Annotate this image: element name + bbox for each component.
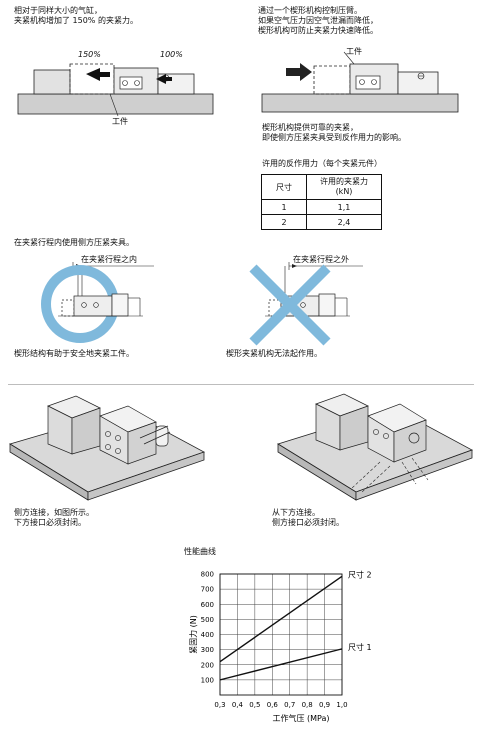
text-line: 侧方接口必须封闭。 (272, 518, 344, 527)
header-force: 许用的夹紧力 (kN) (306, 174, 382, 200)
bottom-connection-diagram (277, 393, 473, 501)
force-table-title: 许用的反作用力（每个夹紧元件） (262, 159, 382, 168)
top-left-text: 相对于同样大小的气缸， 夹紧机构增加了 150% 的夹紧力。 (14, 6, 138, 26)
wedge-force-diagram (17, 63, 214, 117)
text-line: 侧方连接，如图所示。 (14, 508, 94, 517)
y-tick-label: 100 (201, 676, 214, 684)
table-cell: 1,1 (306, 199, 382, 215)
side-connection-diagram (9, 395, 205, 501)
outside-stroke-caption: 楔形夹紧机构无法起作用。 (226, 349, 322, 358)
arrow-150-icon (86, 68, 110, 81)
within-stroke-diagram (41, 262, 154, 343)
y-tick-label: 300 (201, 646, 214, 654)
outside-stroke-label: 在夹紧行程之外 (293, 255, 349, 264)
header-force-label: 许用的夹紧力 (320, 177, 368, 186)
text-line: 如果空气压力因空气泄漏而降低， (258, 16, 378, 25)
outside-stroke-diagram (249, 262, 363, 346)
y-tick-label: 700 (201, 586, 214, 594)
text-line: 下方接口必须封闭。 (14, 518, 86, 527)
performance-chart: 0,3 0,4 0,5 0,6 0,7 0,8 0,9 1,0 100 200 300 400 500 6… (188, 569, 372, 723)
x-tick-label: 0,5 (249, 701, 260, 709)
y-tick-label: 800 (201, 571, 214, 579)
wedge-mechanism-diagram (261, 51, 459, 113)
table-row: 1 1,1 (261, 199, 382, 215)
x-tick-label: 1,0 (336, 701, 347, 709)
y-tick-label: 600 (201, 601, 214, 609)
text-line: 通过一个楔形机构控制压臂。 (258, 6, 362, 15)
header-force-unit: (kN) (335, 187, 353, 196)
x-tick-label: 0,6 (267, 701, 279, 709)
table-cell: 1 (261, 199, 307, 215)
x-tick-label: 0,3 (214, 701, 225, 709)
text-line: 即使侧方压紧夹具受到反作用力的影响。 (262, 133, 406, 142)
divider (8, 384, 474, 385)
x-tick-label: 0,4 (232, 701, 244, 709)
side-connection-caption: 侧方连接，如图所示。 下方接口必须封闭。 (14, 508, 94, 528)
y-tick-label: 200 (201, 661, 214, 669)
series-label: 尺寸 1 (348, 642, 372, 652)
table-row: 2 2,4 (261, 214, 382, 230)
workpiece-label: 工件 (346, 47, 362, 56)
header-size: 尺寸 (261, 174, 307, 200)
top-right-text: 通过一个楔形机构控制压臂。 如果空气压力因空气泄漏而降低， 楔形机构可防止夹紧力… (258, 6, 378, 36)
y-tick-label: 500 (201, 616, 214, 624)
label-150: 150% (78, 50, 101, 59)
table-cell: 2,4 (306, 214, 382, 230)
plot-frame (219, 573, 343, 696)
arrow-100-icon (156, 74, 172, 84)
text-line: 楔形机构提供可靠的夹紧， (262, 123, 358, 132)
table-cell: 2 (261, 214, 307, 230)
within-stroke-caption: 楔形结构有助于安全地夹紧工件。 (14, 349, 134, 358)
arrow-icon (286, 63, 312, 81)
text-line: 相对于同样大小的气缸， (14, 6, 102, 15)
x-axis-label: 工作气压 (MPa) (272, 713, 329, 723)
text-line: 楔形机构可防止夹紧力快速降低。 (258, 26, 378, 35)
within-stroke-label: 在夹紧行程之内 (81, 255, 137, 264)
force-table: 尺寸 许用的夹紧力 (kN) 1 1,1 2 2,4 (261, 174, 382, 230)
cross-icon (249, 264, 331, 346)
y-axis-label: 紧固力 (N) (188, 615, 198, 654)
middle-intro: 在夹紧行程内使用侧方压紧夹具。 (14, 238, 134, 247)
x-tick-label: 0,8 (302, 701, 313, 709)
x-tick-label: 0,9 (319, 701, 330, 709)
text-line: 从下方连接。 (272, 508, 320, 517)
x-tick-label: 0,7 (284, 701, 295, 709)
table-header-row: 尺寸 许用的夹紧力 (kN) (261, 174, 382, 200)
label-100: 100% (160, 50, 183, 59)
series-label: 尺寸 2 (348, 569, 372, 579)
series-line (219, 648, 343, 681)
top-right-caption: 楔形机构提供可靠的夹紧， 即使侧方压紧夹具受到反作用力的影响。 (262, 123, 406, 143)
y-tick-label: 400 (201, 631, 214, 639)
series-line (219, 575, 343, 663)
chart-title: 性能曲线 (184, 547, 216, 556)
workpiece-label: 工件 (112, 117, 128, 126)
bottom-connection-caption: 从下方连接。 侧方接口必须封闭。 (272, 508, 344, 528)
text-line: 夹紧机构增加了 150% 的夹紧力。 (14, 16, 138, 25)
